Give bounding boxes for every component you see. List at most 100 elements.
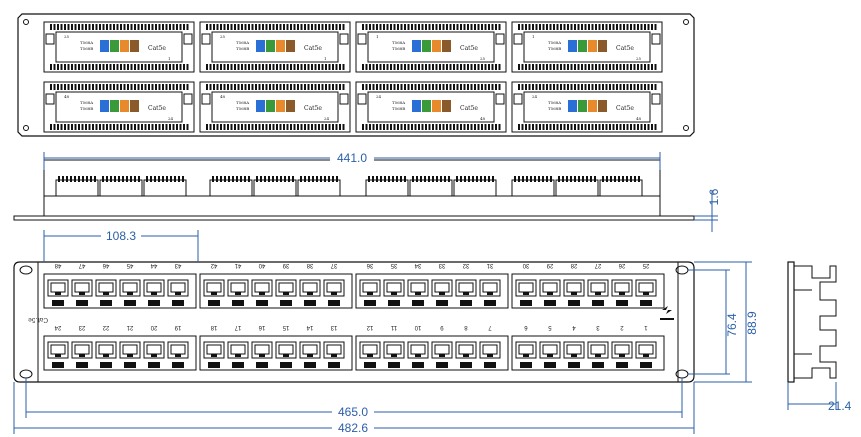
port-number-label: 47 <box>78 262 85 268</box>
side-profile-view: 21.4 <box>787 261 852 413</box>
rj45-port-icon <box>611 341 633 368</box>
rj45-port-icon <box>635 341 657 368</box>
module-label-category: Cat5e <box>148 105 166 112</box>
port-led <box>304 300 316 306</box>
port-number-label: 31 <box>486 262 493 268</box>
module-label-t568a: T568A <box>392 40 405 45</box>
module-label-category: Cat5e <box>304 105 322 112</box>
rj45-port-icon <box>539 341 561 368</box>
dim-76-4: 76.4 <box>725 313 739 337</box>
port-led <box>364 300 376 306</box>
module-label-t568a: T568A <box>80 40 93 45</box>
module-label-t568b: T568B <box>392 46 405 51</box>
port-led <box>568 362 580 368</box>
module-pin-label: 1 <box>324 56 327 61</box>
rj45-port-icon <box>71 341 93 368</box>
side-block <box>209 176 253 197</box>
rj45-port-icon <box>47 279 69 306</box>
rj45-port-icon <box>479 341 501 368</box>
dim-1-6: 1.6 <box>707 188 721 205</box>
rj45-port-icon <box>275 341 297 368</box>
port-number-label: 2 <box>620 324 624 330</box>
port-number-label: 44 <box>150 262 157 268</box>
dim-88-9: 88.9 <box>745 311 759 335</box>
module-pin-label: 48 <box>636 116 642 121</box>
rj45-port-icon <box>431 341 453 368</box>
rj45-port-icon <box>383 279 405 306</box>
module-label-t568b: T568B <box>80 106 93 111</box>
port-number-label: 46 <box>102 262 109 268</box>
port-number-label: 4 <box>572 324 576 330</box>
port-number-label: 32 <box>462 262 469 268</box>
port-number-label: 40 <box>258 262 265 268</box>
rj45-port-icon <box>587 279 609 306</box>
rj45-port-icon <box>359 279 381 306</box>
port-number-label: 27 <box>594 262 601 268</box>
port-number-label: 43 <box>174 262 181 268</box>
rj45-port-icon <box>431 279 453 306</box>
module-label-t568b: T568B <box>548 46 561 51</box>
module-label-category: Cat5e <box>616 105 634 112</box>
port-led <box>616 362 628 368</box>
module-pin-label: 24 <box>532 94 538 99</box>
port-number-label: 20 <box>150 324 157 330</box>
port-led <box>208 300 220 306</box>
rj45-port-icon <box>299 341 321 368</box>
brand-logo-icon <box>660 306 674 320</box>
module-pin-label: 24 <box>168 116 174 121</box>
port-led <box>232 300 244 306</box>
module-pin-label: 25 <box>220 34 226 39</box>
side-block <box>365 176 409 197</box>
module-pin-label: 25 <box>480 56 486 61</box>
port-led <box>76 300 88 306</box>
port-led <box>388 362 400 368</box>
port-number-label: 11 <box>390 324 397 330</box>
rj45-port-icon <box>227 279 249 306</box>
module-label-category: Cat5e <box>460 45 478 52</box>
port-led <box>568 300 580 306</box>
port-led <box>280 300 292 306</box>
rj45-port-icon <box>47 341 69 368</box>
module-label-t568b: T568B <box>392 106 405 111</box>
rj45-port-icon <box>95 279 117 306</box>
rj45-port-icon <box>203 279 225 306</box>
module-pin-label: 25 <box>64 34 70 39</box>
dim-482-6: 482.6 <box>338 421 368 435</box>
port-number-label: 12 <box>366 324 373 330</box>
module-pin-label: 1 <box>532 34 535 39</box>
port-number-label: 45 <box>126 262 133 268</box>
module-pin-label: 1 <box>168 56 171 61</box>
port-number-label: 39 <box>282 262 289 268</box>
module-label-category: Cat5e <box>148 45 166 52</box>
module-label-t568a: T568A <box>392 100 405 105</box>
port-number-label: 37 <box>330 262 337 268</box>
port-led <box>172 362 184 368</box>
mount-hole-icon <box>683 125 689 131</box>
rj45-port-icon <box>167 341 189 368</box>
port-number-label: 35 <box>390 262 397 268</box>
port-led <box>280 362 292 368</box>
rj45-port-icon <box>251 341 273 368</box>
port-led <box>460 362 472 368</box>
side-block <box>143 176 187 197</box>
rj45-port-icon <box>143 341 165 368</box>
rj45-port-icon <box>587 341 609 368</box>
port-led <box>364 362 376 368</box>
module-pin-label: 48 <box>220 94 226 99</box>
rj45-port-icon <box>95 341 117 368</box>
port-number-label: 1 <box>644 324 648 330</box>
port-led <box>436 300 448 306</box>
port-number-label: 36 <box>366 262 373 268</box>
module-pin-label: 24 <box>376 94 382 99</box>
port-led <box>436 362 448 368</box>
